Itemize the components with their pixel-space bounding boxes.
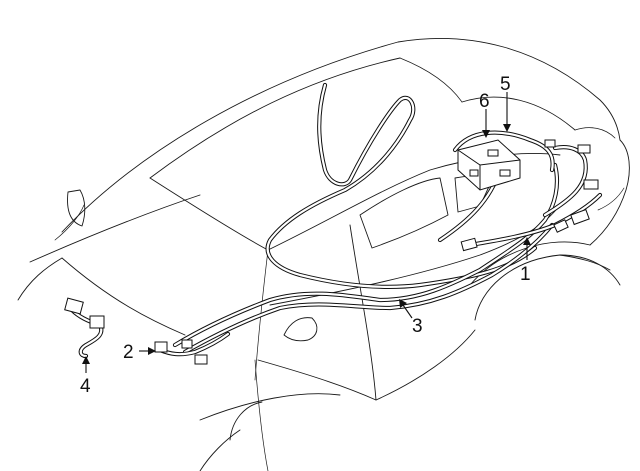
callout-5: 5 bbox=[500, 74, 511, 95]
connector-front-b bbox=[194, 354, 208, 365]
connector-a bbox=[460, 237, 478, 252]
connector-d bbox=[577, 144, 591, 154]
connector-f bbox=[553, 219, 569, 233]
callout-labels: 1 2 3 4 5 6 bbox=[80, 74, 531, 397]
connector-front-c bbox=[181, 339, 193, 349]
part-4-cable bbox=[64, 297, 105, 359]
callout-6: 6 bbox=[479, 91, 490, 112]
car-body-outline bbox=[17, 37, 630, 471]
connector-e bbox=[544, 139, 556, 148]
harness-side bbox=[172, 162, 560, 348]
leader-lines bbox=[82, 92, 531, 373]
callout-3: 3 bbox=[412, 316, 423, 337]
control-module bbox=[457, 139, 521, 191]
callout-4: 4 bbox=[80, 376, 91, 397]
harness-connectors bbox=[154, 139, 599, 365]
callout-1: 1 bbox=[520, 264, 531, 285]
wiring-harness bbox=[157, 82, 603, 357]
connector-c bbox=[583, 179, 599, 190]
connector-front-2 bbox=[154, 341, 168, 353]
callout-2: 2 bbox=[123, 342, 134, 363]
connector-b bbox=[570, 208, 590, 226]
